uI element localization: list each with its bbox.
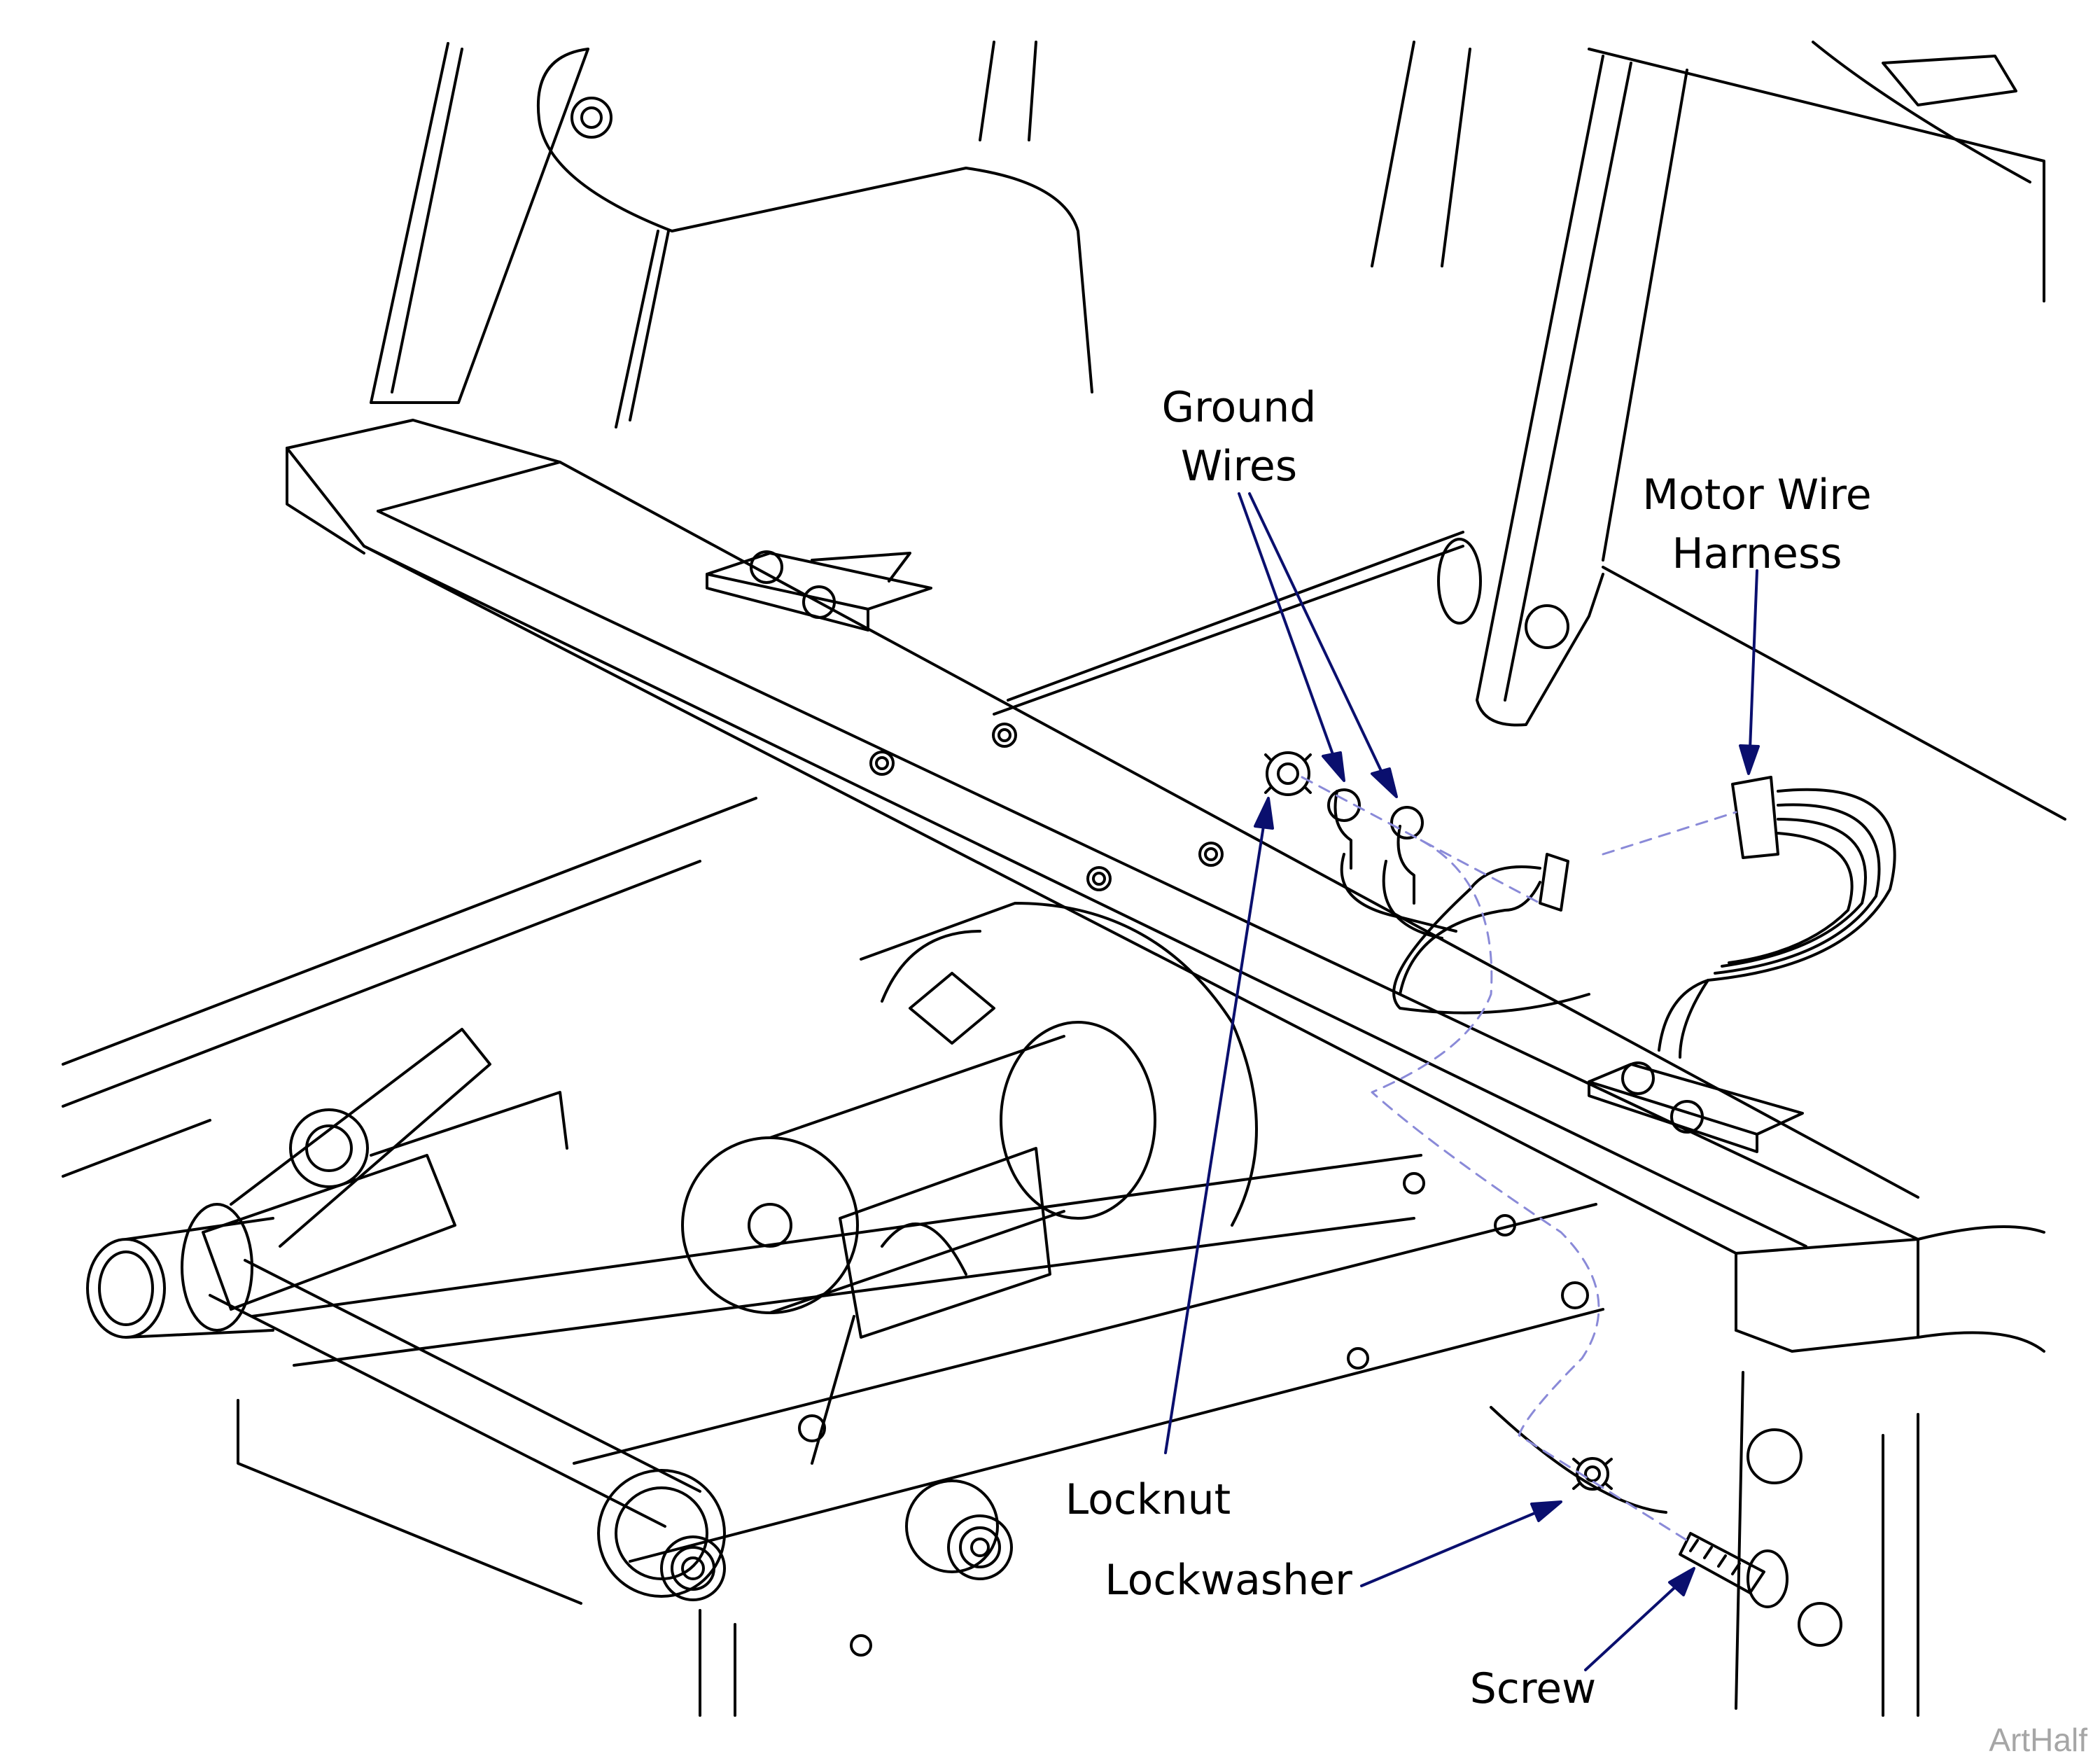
beam-bracket-upper (706, 550, 932, 632)
pivot-assembly (86, 1028, 701, 1528)
seat-back-right-post (1371, 41, 2066, 821)
callout-screw: Screw (1449, 1659, 1617, 1718)
callout-motor-wire-harness-line2: Harness (1672, 529, 1842, 578)
callout-ground-wires: Ground Wires (1134, 378, 1344, 496)
ground-wire-terminals (1327, 788, 1424, 905)
callout-locknut-text: Locknut (1065, 1475, 1231, 1524)
seat-back-left-post (370, 41, 1093, 428)
locknut-drawing (1264, 751, 1312, 796)
drive-motor (681, 902, 1258, 1465)
callout-motor-wire-harness: Motor Wire Harness (1631, 466, 1883, 583)
cross-beam (286, 419, 1919, 1353)
lockwasher-drawing (1572, 1457, 1613, 1491)
callout-ground-wires-line2: Wires (1180, 442, 1298, 491)
callout-motor-wire-harness-line1: Motor Wire (1642, 471, 1872, 520)
cross-tube (993, 531, 1482, 716)
callout-locknut: Locknut (1050, 1470, 1246, 1529)
callout-ground-wires-line1: Ground (1161, 383, 1317, 432)
beam-bracket-lower (1588, 1061, 1804, 1153)
callout-screw-text: Screw (1469, 1664, 1597, 1713)
watermark-text: ArtHalf (1989, 1722, 2087, 1758)
assembly-dashed-path (1301, 776, 1737, 1542)
callout-arrows (1164, 492, 1760, 1671)
callout-lockwasher-text: Lockwasher (1105, 1556, 1352, 1605)
callout-lockwasher: Lockwasher (1096, 1551, 1362, 1610)
screw-drawing (1679, 1532, 1788, 1608)
motor-wire-harness (1340, 776, 1896, 1059)
wheel-front-right (905, 1479, 1013, 1580)
wheel-front-left (597, 1469, 726, 1601)
